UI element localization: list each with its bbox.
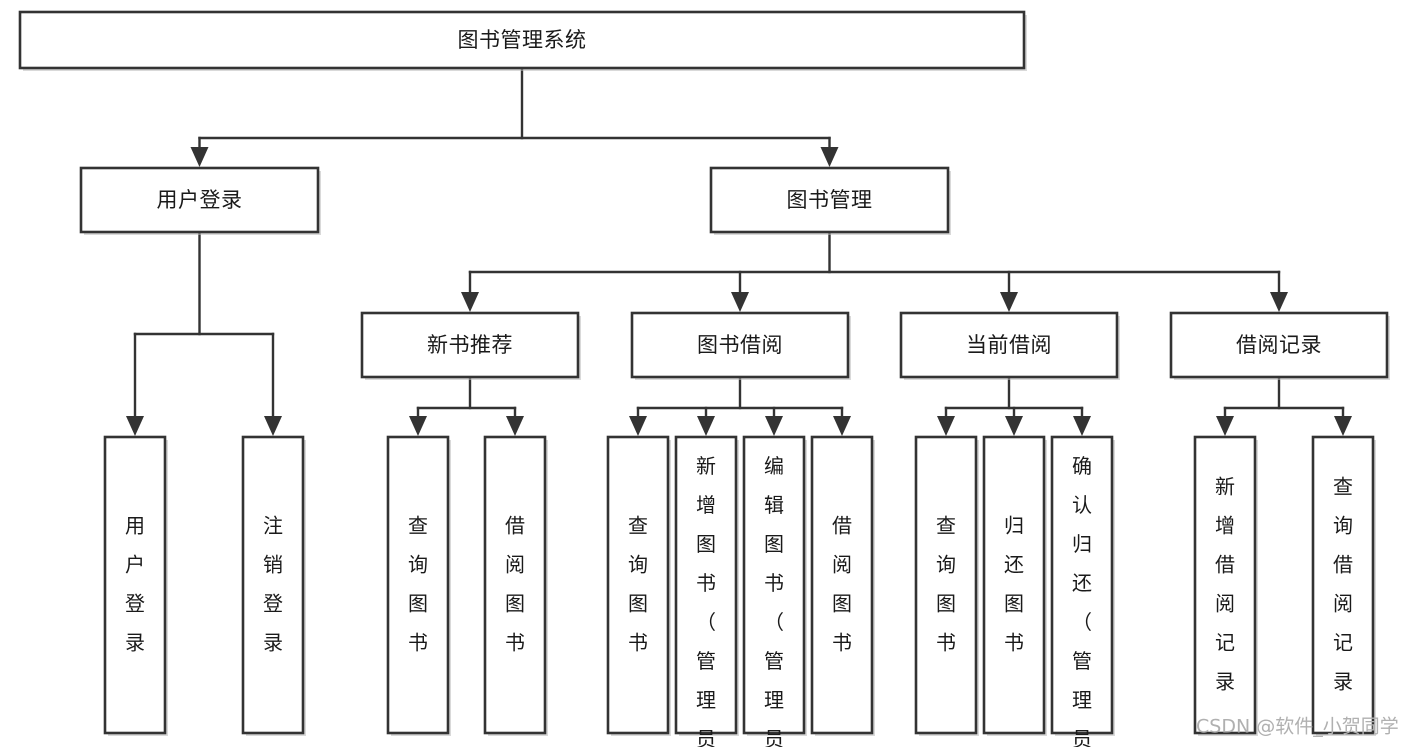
node-box[interactable]: [360, 311, 580, 379]
connector-root-to-level1: [190, 66, 839, 167]
node-label: 查询图书: [408, 513, 428, 654]
arrow-head-icon: [506, 416, 524, 436]
arrow-head-icon: [765, 416, 783, 436]
node-label: 编辑图书（管理员）: [764, 454, 784, 747]
node-box[interactable]: [810, 435, 874, 735]
arrow-head-icon: [190, 147, 209, 167]
connector-借阅记录-to-leaves: [1216, 375, 1352, 436]
node-leaf-注销登录[interactable]: 注销登录: [241, 435, 306, 736]
node-box[interactable]: [606, 435, 670, 735]
node-label: 新增图书（管理员）: [696, 454, 716, 747]
arrow-head-icon: [833, 416, 851, 436]
node-level1-用户登录[interactable]: 用户登录: [79, 166, 321, 235]
node-level2-图书借阅[interactable]: 图书借阅: [630, 311, 851, 380]
node-label: 归还图书: [1004, 513, 1024, 654]
arrow-head-icon: [1270, 292, 1288, 312]
node-root-图书管理系统[interactable]: 图书管理系统: [18, 10, 1027, 71]
nodes-layer: 图书管理系统用户登录图书管理新书推荐图书借阅当前借阅借阅记录用户登录注销登录查询…: [18, 10, 1390, 747]
node-leaf-确认归还管理员[interactable]: 确认归还（管理员）: [1050, 435, 1115, 747]
arrow-head-icon: [1005, 416, 1023, 436]
node-label: 新增借阅记录: [1215, 474, 1235, 693]
node-leaf-借阅图书[interactable]: 借阅图书: [810, 435, 875, 736]
node-label: 图书管理系统: [458, 28, 587, 52]
node-box[interactable]: [982, 435, 1046, 735]
node-leaf-借阅图书[interactable]: 借阅图书: [483, 435, 548, 736]
node-label: 借阅记录: [1236, 333, 1322, 357]
node-label: 用户登录: [125, 513, 145, 654]
arrow-head-icon: [937, 416, 955, 436]
node-box[interactable]: [674, 435, 738, 735]
node-leaf-查询图书[interactable]: 查询图书: [606, 435, 671, 736]
node-box[interactable]: [742, 435, 806, 735]
node-box[interactable]: [630, 311, 850, 379]
arrow-head-icon: [731, 292, 749, 312]
node-leaf-查询图书[interactable]: 查询图书: [386, 435, 451, 736]
node-label: 图书管理: [787, 188, 873, 212]
node-label: 注销登录: [263, 513, 283, 654]
node-label: 查询图书: [936, 513, 956, 654]
node-label: 查询借阅记录: [1333, 474, 1353, 693]
node-label: 当前借阅: [966, 333, 1052, 357]
node-leaf-新增图书管理员[interactable]: 新增图书（管理员）: [674, 435, 739, 747]
connector-用户登录-to-leaves: [126, 230, 282, 436]
node-box[interactable]: [79, 166, 320, 234]
node-box[interactable]: [386, 435, 450, 735]
arrow-head-icon: [264, 416, 282, 436]
node-level2-新书推荐[interactable]: 新书推荐: [360, 311, 581, 380]
node-box[interactable]: [914, 435, 978, 735]
arrow-head-icon: [126, 416, 144, 436]
node-label: 确认归还（管理员）: [1072, 454, 1092, 747]
arrow-head-icon: [1216, 416, 1234, 436]
connector-当前借阅-to-leaves: [937, 375, 1091, 436]
node-label: 借阅图书: [832, 513, 852, 654]
arrow-head-icon: [1000, 292, 1018, 312]
node-box[interactable]: [241, 435, 305, 735]
node-leaf-查询图书[interactable]: 查询图书: [914, 435, 979, 736]
arrow-head-icon: [697, 416, 715, 436]
node-label: 用户登录: [157, 188, 243, 212]
arrow-head-icon: [1334, 416, 1352, 436]
node-box[interactable]: [18, 10, 1026, 70]
connector-图书借阅-to-leaves: [629, 375, 851, 436]
node-level2-借阅记录[interactable]: 借阅记录: [1169, 311, 1390, 380]
node-box[interactable]: [1193, 435, 1257, 735]
node-leaf-新增借阅记录[interactable]: 新增借阅记录: [1193, 435, 1258, 736]
node-box[interactable]: [1169, 311, 1389, 379]
node-label: 查询图书: [628, 513, 648, 654]
arrow-head-icon: [629, 416, 647, 436]
connector-bookmgmt-to-level2: [461, 230, 1288, 312]
node-leaf-归还图书[interactable]: 归还图书: [982, 435, 1047, 736]
node-leaf-用户登录[interactable]: 用户登录: [103, 435, 168, 736]
node-level2-当前借阅[interactable]: 当前借阅: [899, 311, 1120, 380]
node-box[interactable]: [899, 311, 1119, 379]
node-level1-图书管理[interactable]: 图书管理: [709, 166, 951, 235]
node-leaf-编辑图书管理员[interactable]: 编辑图书（管理员）: [742, 435, 807, 747]
arrow-head-icon: [461, 292, 479, 312]
node-label: 借阅图书: [505, 513, 525, 654]
node-label: 图书借阅: [697, 333, 783, 357]
node-leaf-查询借阅记录[interactable]: 查询借阅记录: [1311, 435, 1376, 736]
csdn-watermark: CSDN @软件_小贺同学: [1196, 716, 1399, 738]
node-box[interactable]: [1050, 435, 1114, 735]
arrow-head-icon: [820, 147, 839, 167]
node-box[interactable]: [709, 166, 950, 234]
connectors-layer: [126, 66, 1352, 436]
arrow-head-icon: [1073, 416, 1091, 436]
arrow-head-icon: [409, 416, 427, 436]
node-box[interactable]: [1311, 435, 1375, 735]
connector-新书推荐-to-leaves: [409, 375, 524, 436]
node-box[interactable]: [103, 435, 167, 735]
node-box[interactable]: [483, 435, 547, 735]
node-label: 新书推荐: [427, 333, 513, 357]
